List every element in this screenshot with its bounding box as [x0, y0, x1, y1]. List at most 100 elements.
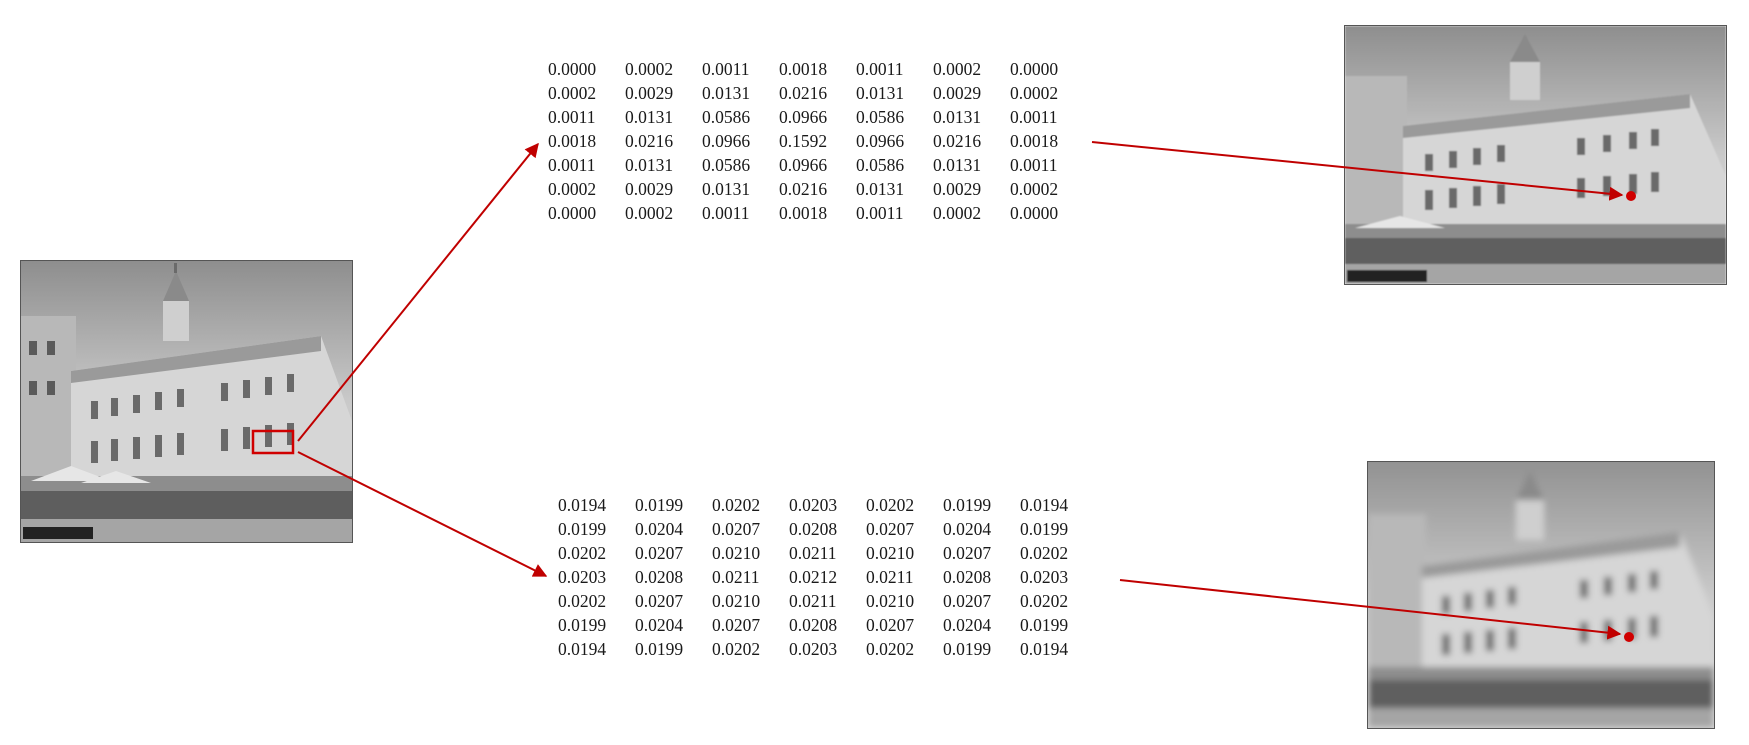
kernel-cell: 0.0029: [933, 83, 982, 103]
kernel-cell: 0.0029: [625, 179, 674, 199]
kernel-cell: 0.0029: [933, 179, 982, 199]
building-image: [21, 261, 352, 542]
kernel-cell: 0.0207: [635, 543, 684, 563]
kernel-cell: 0.0002: [625, 203, 674, 223]
kernel-cell: 0.0203: [789, 495, 838, 515]
kernel-cell: 0.0202: [558, 591, 607, 611]
kernel-cell: 0.0207: [943, 591, 992, 611]
kernel-cell: 0.0002: [1010, 83, 1059, 103]
kernel-cell: 0.0203: [789, 639, 838, 659]
kernel-cell: 0.0002: [548, 83, 597, 103]
kernel-cell: 0.0202: [558, 543, 607, 563]
kernel-row: 0.0202 0.0207 0.0210 0.0211 0.0210 0.0207 0.02…: [558, 589, 1097, 613]
kernel-cell: 0.0203: [558, 567, 607, 587]
kernel-cell: 0.0210: [866, 543, 915, 563]
kernel-cell: 0.0204: [635, 519, 684, 539]
kernel-cell: 0.0207: [943, 543, 992, 563]
kernel-cell: 0.0202: [1020, 543, 1069, 563]
kernel-cell: 0.0002: [933, 59, 982, 79]
kernel-cell: 0.0194: [1020, 495, 1069, 515]
kernel-cell: 0.0207: [866, 519, 915, 539]
kernel-cell: 0.0029: [625, 83, 674, 103]
kernel-cell: 0.0131: [702, 179, 751, 199]
kernel-cell: 0.0212: [789, 567, 838, 587]
kernel-cell: 0.0207: [712, 519, 761, 539]
kernel-cell: 0.0208: [943, 567, 992, 587]
kernel-cell: 0.0204: [943, 615, 992, 635]
kernel-cell: 0.0586: [856, 107, 905, 127]
kernel-row: 0.0011 0.0131 0.0586 0.0966 0.0586 0.0131 0.00…: [548, 153, 1087, 177]
kernel-cell: 0.0002: [548, 179, 597, 199]
kernel-cell: 0.0131: [625, 107, 674, 127]
kernel-cell: 0.0131: [933, 155, 982, 175]
kernel-cell: 0.0011: [1010, 155, 1058, 175]
kernel-cell: 0.0131: [856, 179, 905, 199]
kernel-cell: 0.0194: [558, 495, 607, 515]
kernel-cell: 0.0966: [779, 107, 828, 127]
kernel-cell: 0.0131: [933, 107, 982, 127]
kernel-cell: 0.0002: [933, 203, 982, 223]
kernel-cell: 0.0207: [635, 591, 684, 611]
kernel-row: 0.0199 0.0204 0.0207 0.0208 0.0207 0.0204 0.01…: [558, 517, 1097, 541]
kernel-cell: 0.0207: [866, 615, 915, 635]
kernel-cell: 0.0011: [548, 155, 596, 175]
kernel-cell: 0.0211: [866, 567, 914, 587]
kernel-cell: 0.0202: [712, 495, 761, 515]
kernel-cell: 0.0000: [1010, 59, 1059, 79]
kernel-cell: 0.0011: [856, 203, 904, 223]
kernel-cell: 0.0000: [548, 203, 597, 223]
kernel-cell: 0.0131: [625, 155, 674, 175]
kernel-cell: 0.0000: [1010, 203, 1059, 223]
kernel-cell: 0.0199: [1020, 519, 1069, 539]
kernel-cell: 0.0199: [943, 495, 992, 515]
kernel-cell: 0.0018: [779, 203, 828, 223]
kernel-cell: 0.0194: [558, 639, 607, 659]
kernel-cell: 0.0194: [1020, 639, 1069, 659]
kernel-cell: 0.0211: [789, 591, 837, 611]
kernel-cell: 0.0002: [625, 59, 674, 79]
kernel-cell: 0.0018: [548, 131, 597, 151]
kernel-cell: 0.0011: [856, 59, 904, 79]
kernel-cell: 0.0018: [1010, 131, 1059, 151]
kernel-cell: 0.0208: [789, 519, 838, 539]
kernel-cell: 0.0199: [558, 519, 607, 539]
kernel-cell: 0.0211: [712, 567, 760, 587]
kernel-cell: 0.0966: [779, 155, 828, 175]
kernel-cell: 0.0131: [856, 83, 905, 103]
slightly-blurred-photo: [1344, 25, 1727, 285]
kernel-cell: 0.0011: [702, 59, 750, 79]
kernel-cell: 0.0199: [635, 639, 684, 659]
kernel-cell: 0.0586: [702, 155, 751, 175]
kernel-cell: 0.0207: [712, 615, 761, 635]
kernel-cell: 0.0011: [548, 107, 596, 127]
kernel-cell: 0.0202: [1020, 591, 1069, 611]
kernel-cell: 0.0199: [635, 495, 684, 515]
kernel-cell: 0.0199: [1020, 615, 1069, 635]
kernel-cell: 0.0216: [933, 131, 982, 151]
kernel-cell: 0.0203: [1020, 567, 1069, 587]
kernel-cell: 0.0018: [779, 59, 828, 79]
kernel-cell: 0.0586: [856, 155, 905, 175]
kernel-cell: 0.0210: [866, 591, 915, 611]
kernel-cell: 0.0204: [943, 519, 992, 539]
kernel-cell: 0.0210: [712, 591, 761, 611]
kernel-cell: 0.0210: [712, 543, 761, 563]
kernel-cell: 0.0586: [702, 107, 751, 127]
highlight-box: [251, 429, 295, 455]
kernel-cell: 0.0202: [712, 639, 761, 659]
kernel-cell: 0.0199: [558, 615, 607, 635]
